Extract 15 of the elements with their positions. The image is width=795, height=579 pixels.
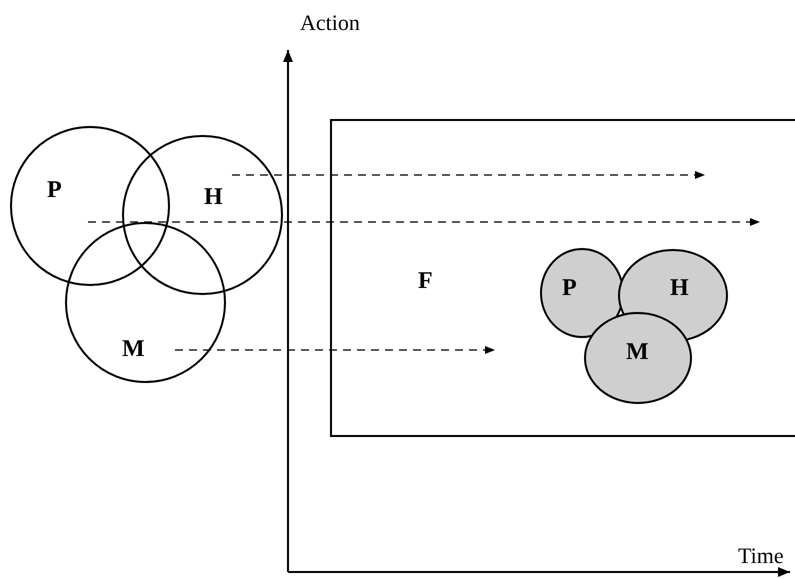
axis-label: Time — [738, 545, 784, 567]
dashed-arrow — [232, 171, 705, 179]
circle-node — [540, 248, 624, 338]
node-label: M — [122, 337, 145, 361]
circle-node — [584, 312, 692, 404]
node-label: M — [626, 340, 649, 364]
node-label: H — [204, 185, 223, 209]
node-label: F — [418, 269, 433, 293]
axis-label: Action — [300, 12, 360, 34]
dashed-arrow — [175, 346, 495, 354]
frame-box — [330, 119, 795, 437]
node-label: P — [47, 178, 62, 202]
node-label: H — [670, 276, 689, 300]
dashed-arrow — [88, 218, 760, 226]
node-label: P — [562, 276, 577, 300]
